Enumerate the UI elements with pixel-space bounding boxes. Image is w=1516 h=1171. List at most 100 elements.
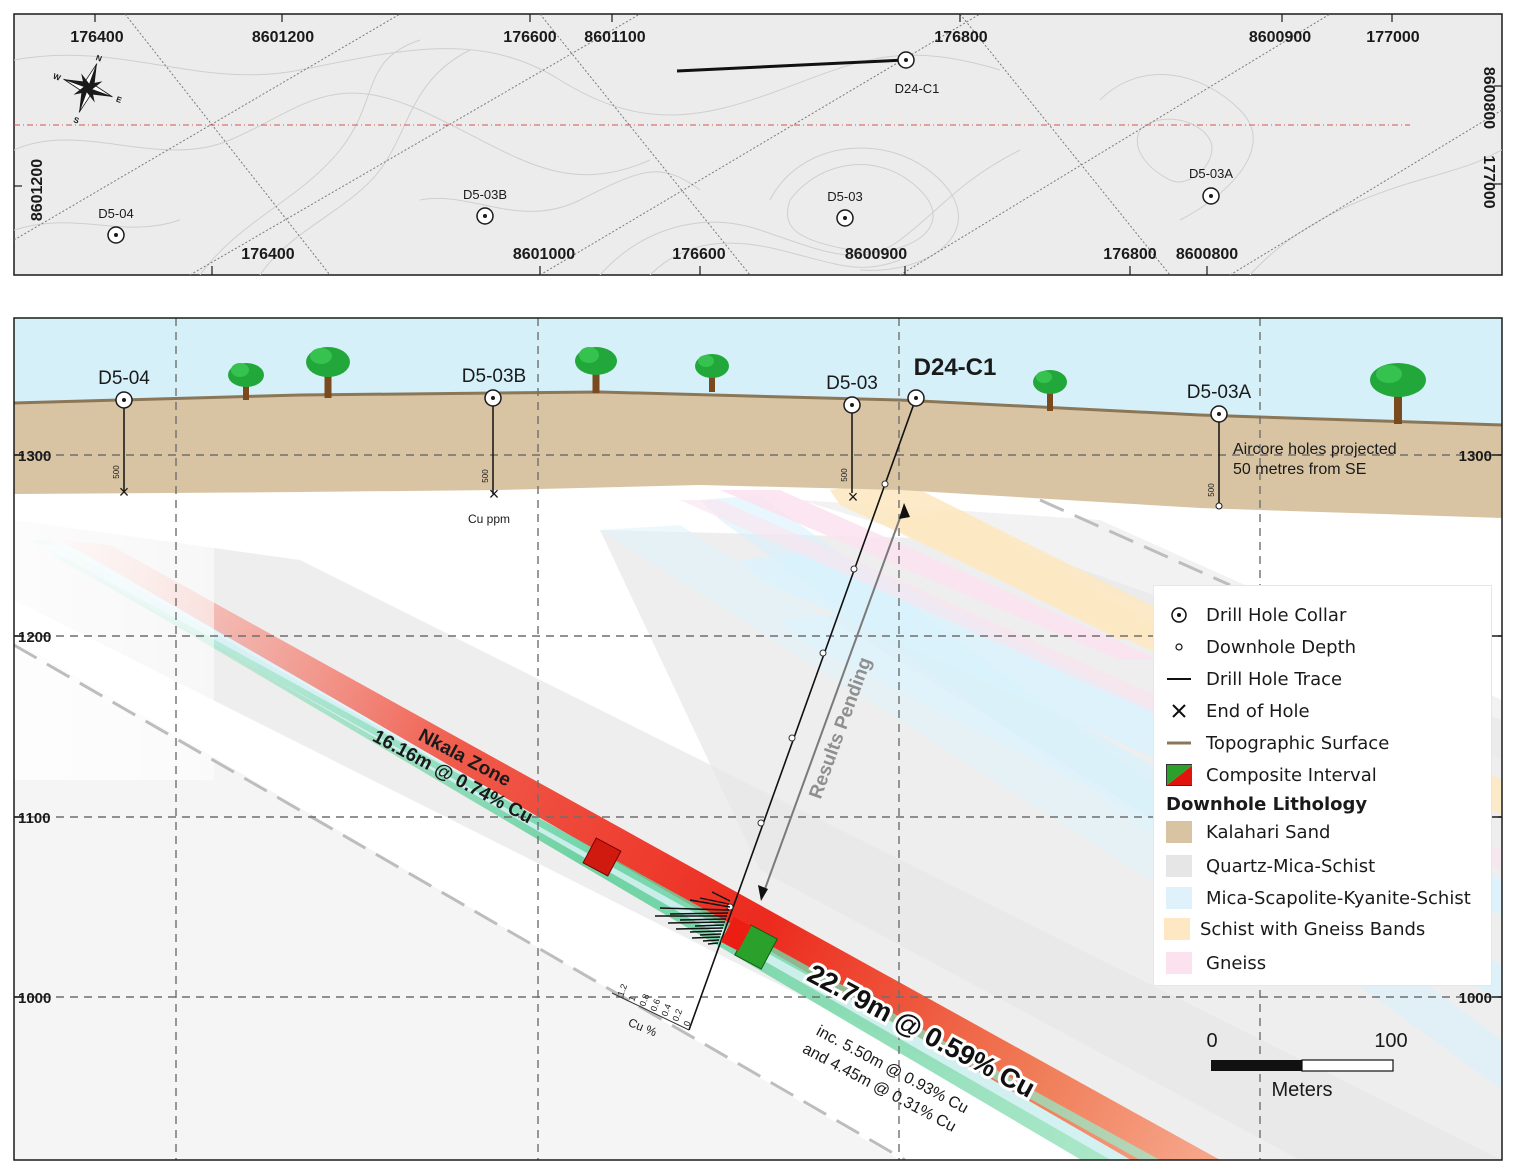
cu-axis-tick: 1	[626, 995, 637, 1003]
composite-swatch	[1166, 764, 1192, 786]
contact-dashed	[1039, 498, 1231, 587]
plan-map-frame	[13, 13, 1503, 276]
elevation-label: 1300	[1459, 448, 1492, 465]
plan-hole-label: D5-03A	[1189, 166, 1233, 181]
plan-top-labels: 176400 8601200 176600 8601100 176800 860…	[70, 29, 1419, 46]
legend-item-schist-gneiss: Schist with Gneiss Bands	[1154, 918, 1425, 940]
plan-map: 176400 8601200 176600 8601100 176800 860…	[13, 13, 1503, 276]
end-of-hole-icon: ×	[848, 487, 859, 507]
plan-top-label: 8601100	[584, 29, 646, 46]
cu-axis-tick: 1.2	[615, 983, 629, 998]
tree-icon	[695, 354, 729, 392]
depth-dot-icon	[1166, 636, 1192, 658]
plan-top-label: 176600	[503, 29, 556, 46]
legend-label: Drill Hole Trace	[1206, 668, 1343, 690]
plan-hole-label: D5-04	[98, 206, 133, 221]
contact-dashed	[14, 643, 906, 1160]
plan-ticks	[14, 14, 1502, 275]
scale-bar: 0 100 Meters	[1206, 1030, 1407, 1101]
compass-w: W	[52, 72, 63, 83]
gneiss-swatch	[1166, 952, 1192, 974]
depth-tick-label: 500	[481, 469, 490, 483]
plan-top-label: 176400	[70, 29, 123, 46]
legend-item-kalahari: Kalahari Sand	[1154, 821, 1330, 843]
cu-assay-histogram	[655, 891, 731, 945]
drill-hole-trace	[688, 397, 917, 1031]
legend-label: Kalahari Sand	[1206, 821, 1331, 843]
plan-top-label: 177000	[1366, 29, 1419, 46]
plan-collar: D5-03	[827, 189, 863, 227]
legend: Drill Hole Collar Downhole Depth Drill H…	[1153, 585, 1492, 986]
legend-label: Schist with Gneiss Bands	[1200, 918, 1426, 940]
plan-bottom-labels: 176400 8601000 176600 8600900 176800 860…	[241, 246, 1238, 263]
legend-item-end-of-hole: End of Hole	[1154, 700, 1310, 722]
legend-item-msks: Mica-Scapolite-Kyanite-Schist	[1154, 887, 1471, 909]
plan-top-label: 176800	[934, 29, 987, 46]
cu-ppm-label: Cu ppm	[468, 512, 510, 526]
elevation-label: 1000	[18, 990, 51, 1007]
aircore-note-line1: Aircore holes projected	[1233, 441, 1397, 458]
composite-interval-red-upper	[720, 916, 752, 952]
cu-axis-tick: 0.6	[648, 998, 662, 1013]
legend-label: Composite Interval	[1206, 764, 1377, 786]
elevation-label: 1200	[18, 629, 51, 646]
plan-bottom-label: 176600	[672, 246, 725, 263]
plan-bottom-label: 8600800	[1176, 246, 1238, 263]
legend-label: Mica-Scapolite-Kyanite-Schist	[1206, 887, 1471, 909]
legend-label: Topographic Surface	[1206, 732, 1390, 754]
gneiss-band	[720, 490, 1160, 660]
plan-top-label: 8600900	[1249, 29, 1311, 46]
section-ticks	[14, 454, 1502, 998]
drill-hole-d5-03: × D5-03 500	[826, 373, 878, 507]
elevation-label: 1300	[18, 448, 51, 465]
compass-n: N	[95, 53, 104, 64]
plan-right-label: 177000	[1480, 155, 1497, 208]
depth-tick-label: 500	[840, 468, 849, 482]
scale-start-label: 0	[1206, 1030, 1217, 1052]
compass-s: S	[72, 115, 81, 126]
legend-item-trace: Drill Hole Trace	[1154, 668, 1342, 690]
drill-hole-d5-03b: × D5-03B 500 Cu ppm	[462, 366, 526, 526]
plan-hole-label: D24-C1	[895, 81, 940, 96]
tree-icon	[306, 347, 350, 398]
cu-axis-tick: 0	[681, 1020, 692, 1028]
composite-interval-red	[582, 837, 622, 877]
cross-icon	[1166, 700, 1192, 722]
scale-unit-label: Meters	[1271, 1079, 1332, 1101]
cu-axis-tick: 0.8	[637, 993, 651, 1008]
plan-hole-label: D5-03	[827, 189, 862, 204]
plan-collar: D24-C1	[895, 51, 940, 96]
legend-label: End of Hole	[1206, 700, 1310, 722]
plan-bottom-label: 176400	[241, 246, 294, 263]
trace-line-icon	[1166, 668, 1192, 690]
topographic-surface	[14, 390, 1502, 427]
tree-icon	[228, 363, 264, 400]
drill-hole-d5-04: × D5-04 500	[98, 368, 150, 502]
cu-axis-tick: 0.4	[659, 1003, 673, 1018]
kalahari-swatch	[1166, 821, 1192, 843]
legend-lithology-heading: Downhole Lithology	[1166, 794, 1368, 815]
tree-icon	[575, 347, 617, 393]
legend-label: Downhole Depth	[1206, 636, 1357, 658]
cu-axis-tick: 0.2	[670, 1008, 684, 1023]
plan-bottom-label: 8600900	[845, 246, 907, 263]
plan-hole-label: D5-03B	[463, 187, 507, 202]
topo-line-icon	[1166, 732, 1192, 754]
legend-item-gneiss: Gneiss	[1154, 952, 1266, 974]
plan-right-label: 8600800	[1480, 67, 1497, 129]
legend-label: Quartz-Mica-Schist	[1206, 855, 1376, 877]
contour-lines	[14, 39, 1502, 275]
qms-swatch	[1166, 855, 1192, 877]
plan-drill-trace	[676, 58, 906, 73]
legend-item-collar: Drill Hole Collar	[1154, 604, 1346, 626]
plan-collar: D5-04	[98, 206, 134, 244]
legend-item-topo: Topographic Surface	[1154, 732, 1389, 754]
msks-swatch	[1166, 887, 1192, 909]
legend-label: Gneiss	[1206, 952, 1267, 974]
section-frame	[13, 317, 1503, 1161]
aircore-note-line2: 50 metres from SE	[1233, 461, 1366, 478]
end-of-hole-icon: ×	[119, 482, 130, 502]
schist-gneiss-swatch	[1164, 918, 1190, 940]
end-of-hole-icon: ×	[489, 484, 500, 504]
compass-rose-icon: N E S W	[52, 53, 124, 126]
